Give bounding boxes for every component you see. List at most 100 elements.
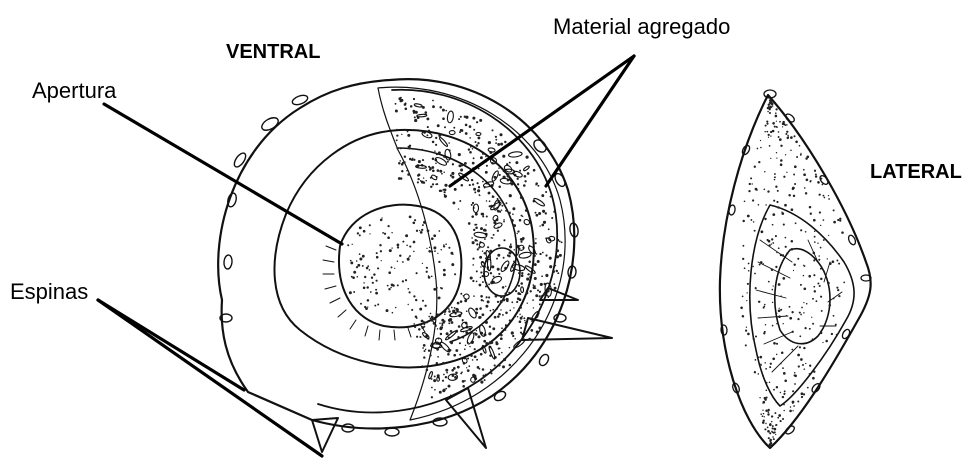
stipple-dot	[405, 102, 407, 104]
stipple-dot	[369, 233, 370, 234]
stipple-dot	[767, 190, 769, 192]
stipple-dot	[364, 276, 366, 278]
stipple-dot	[545, 212, 547, 214]
stipple-dot	[472, 162, 475, 165]
stipple-dot	[409, 291, 411, 293]
stipple-dot	[503, 358, 506, 361]
grain-fragment	[414, 103, 422, 107]
stipple-dot	[758, 161, 760, 163]
stipple-dot	[484, 379, 486, 381]
stipple-dot	[800, 314, 802, 316]
stipple-dot	[458, 118, 460, 120]
stipple-dot	[791, 349, 793, 351]
stipple-dot	[401, 163, 404, 166]
stipple-dot	[425, 180, 427, 182]
stipple-dot	[451, 176, 454, 179]
stipple-dot	[769, 382, 771, 384]
stipple-dot	[426, 271, 428, 273]
stipple-dot	[497, 230, 499, 232]
stipple-dot	[772, 289, 774, 291]
stipple-dot	[514, 315, 516, 317]
stipple-dot	[778, 247, 780, 249]
stipple-dot	[786, 172, 787, 173]
stipple-dot	[505, 324, 507, 326]
stipple-dot	[517, 230, 519, 232]
stipple-dot	[821, 310, 823, 312]
stipple-dot	[451, 307, 453, 309]
stipple-dot	[820, 268, 822, 270]
stipple-dot	[785, 237, 787, 239]
stipple-dot	[542, 210, 545, 213]
stipple-dot	[775, 266, 777, 268]
stipple-dot	[450, 174, 452, 176]
stipple-dot	[423, 356, 425, 358]
stipple-dot	[353, 291, 355, 293]
stipple-dot	[395, 103, 397, 105]
stipple-dot	[374, 305, 376, 307]
stipple-dot	[559, 254, 562, 257]
stipple-dot	[509, 245, 512, 248]
stipple-dot	[509, 319, 511, 321]
label-espinas: Espinas	[10, 279, 88, 304]
stipple-dot	[418, 328, 421, 331]
stipple-dot	[482, 368, 485, 371]
stipple-dot	[537, 260, 540, 263]
stipple-dot	[431, 166, 434, 169]
stipple-dot	[500, 143, 503, 146]
stipple-dot	[477, 182, 479, 184]
stipple-dot	[750, 177, 752, 179]
stipple-dot	[784, 204, 787, 207]
stipple-dot	[473, 129, 475, 131]
stipple-dot	[474, 224, 476, 226]
stipple-dot	[357, 264, 360, 267]
stipple-dot	[413, 222, 416, 225]
stipple-dot	[441, 326, 443, 328]
stipple-dot	[774, 126, 776, 128]
stipple-dot	[548, 228, 550, 230]
grain-fragment	[512, 170, 523, 178]
stipple-dot	[809, 373, 811, 375]
stipple-dot	[494, 364, 496, 366]
stipple-dot	[771, 268, 774, 271]
stipple-dot	[746, 292, 747, 293]
stipple-dot	[791, 311, 793, 313]
stipple-dot	[559, 241, 561, 243]
stipple-dot	[483, 340, 486, 343]
stipple-dot	[428, 166, 430, 168]
stipple-dot	[753, 338, 755, 340]
stipple-dot	[409, 246, 411, 248]
stipple-dot	[785, 246, 787, 248]
stipple-dot	[424, 305, 426, 307]
stipple-dot	[466, 310, 468, 312]
stipple-dot	[742, 315, 745, 318]
stipple-dot	[763, 263, 764, 264]
stipple-dot	[767, 239, 769, 241]
stipple-dot	[761, 230, 764, 233]
stipple-dot	[471, 179, 473, 181]
stipple-dot	[489, 205, 491, 207]
stipple-dot	[464, 348, 466, 350]
stipple-dot	[477, 335, 480, 338]
stipple-dot	[380, 250, 382, 252]
grain-fragment	[417, 114, 427, 117]
stipple-dot	[749, 183, 751, 185]
stipple-dot	[445, 243, 447, 245]
stipple-dot	[778, 414, 781, 417]
stipple-dot	[477, 136, 480, 139]
stipple-dot	[803, 347, 805, 349]
stipple-dot	[774, 179, 776, 181]
stipple-dot	[421, 326, 424, 329]
stipple-dot	[426, 369, 429, 372]
stipple-dot	[780, 295, 782, 297]
stipple-dot	[402, 261, 404, 263]
stipple-dot	[809, 365, 811, 367]
stipple-dot	[488, 332, 491, 335]
stipple-dot	[408, 257, 409, 258]
stipple-dot	[798, 365, 800, 367]
stipple-dot	[524, 320, 525, 321]
stipple-dot	[527, 172, 530, 175]
stipple-dot	[465, 331, 468, 334]
stipple-dot	[555, 265, 556, 266]
stipple-dot	[535, 212, 537, 214]
